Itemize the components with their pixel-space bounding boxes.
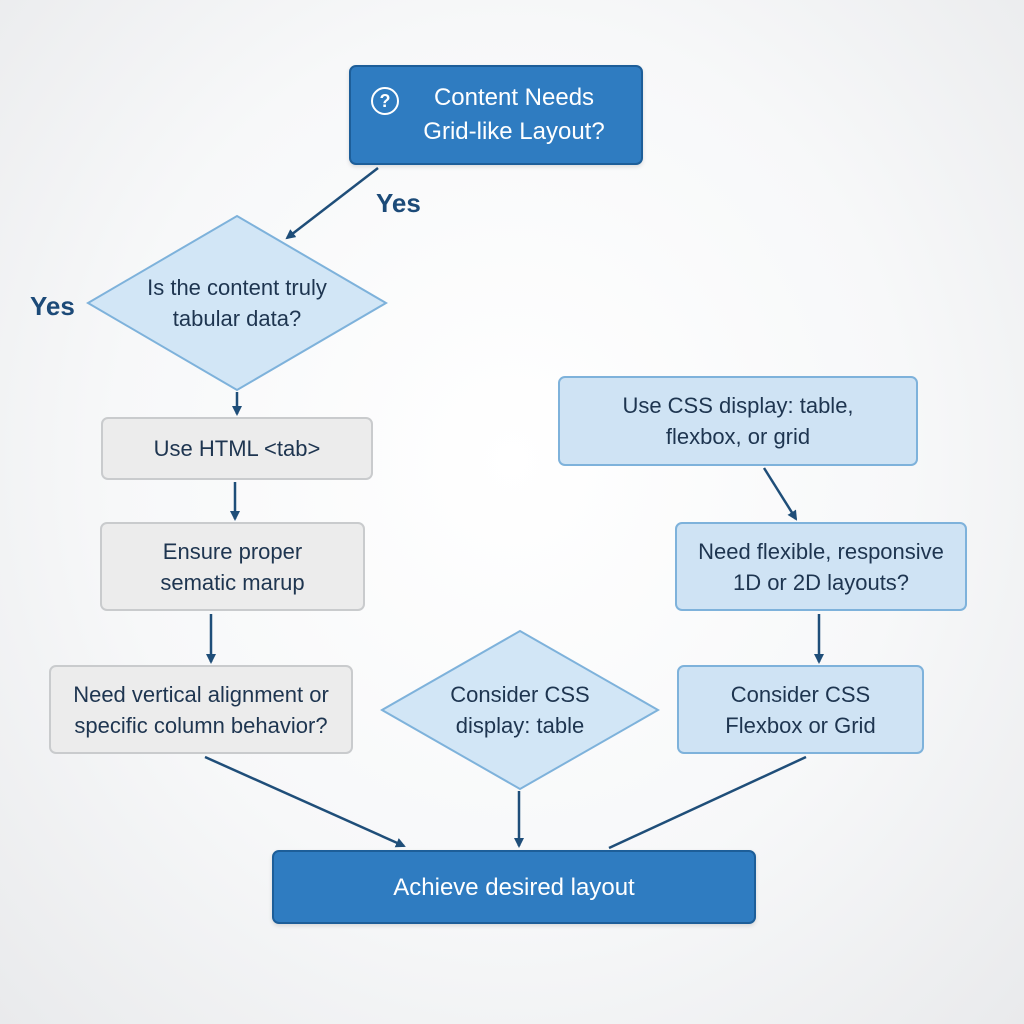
flexbox-grid-label: Consider CSS Flexbox or Grid — [725, 681, 876, 738]
edge-label-tabular-yes: Yes — [30, 291, 75, 321]
flexible-layouts-label: Need flexible, responsive 1D or 2D layou… — [698, 538, 944, 595]
display-table-diamond — [379, 629, 661, 791]
end-label: Achieve desired layout — [393, 873, 635, 901]
semantic-markup-label: Ensure proper sematic marup — [160, 538, 305, 595]
arrow-vertical-to-end — [204, 755, 406, 848]
arrow-start-to-tabular — [285, 167, 379, 240]
tabular-question-label: Is the content truly tabular data? — [147, 275, 327, 331]
use-html-table-label: Use HTML <tab> — [153, 436, 321, 461]
question-icon: ? — [371, 87, 399, 115]
flexbox-grid-node: Consider CSS Flexbox or Grid — [677, 665, 924, 754]
arrow-use-css-to-flexible — [762, 467, 798, 521]
edge-label-start-yes: Yes — [376, 188, 421, 218]
semantic-markup-node: Ensure proper sematic marup — [100, 522, 365, 611]
use-css-display-node: Use CSS display: table, flexbox, or grid — [558, 376, 918, 466]
vertical-alignment-node: Need vertical alignment or specific colu… — [49, 665, 353, 754]
start-decision-node: ? Content Needs Grid-like Layout? — [349, 65, 643, 165]
start-decision-label: Content Needs Grid-like Layout? — [423, 84, 605, 145]
tabular-question-diamond — [86, 214, 388, 392]
use-html-table-node: Use HTML <tab> — [101, 417, 373, 480]
arrow-flexbox-grid-to-end — [608, 755, 807, 850]
flexible-layouts-node: Need flexible, responsive 1D or 2D layou… — [675, 522, 967, 611]
use-css-display-label: Use CSS display: table, flexbox, or grid — [622, 393, 854, 449]
display-table-label: Consider CSS display: table — [450, 682, 590, 738]
vertical-alignment-label: Need vertical alignment or specific colu… — [73, 681, 329, 738]
end-node: Achieve desired layout — [272, 850, 756, 924]
